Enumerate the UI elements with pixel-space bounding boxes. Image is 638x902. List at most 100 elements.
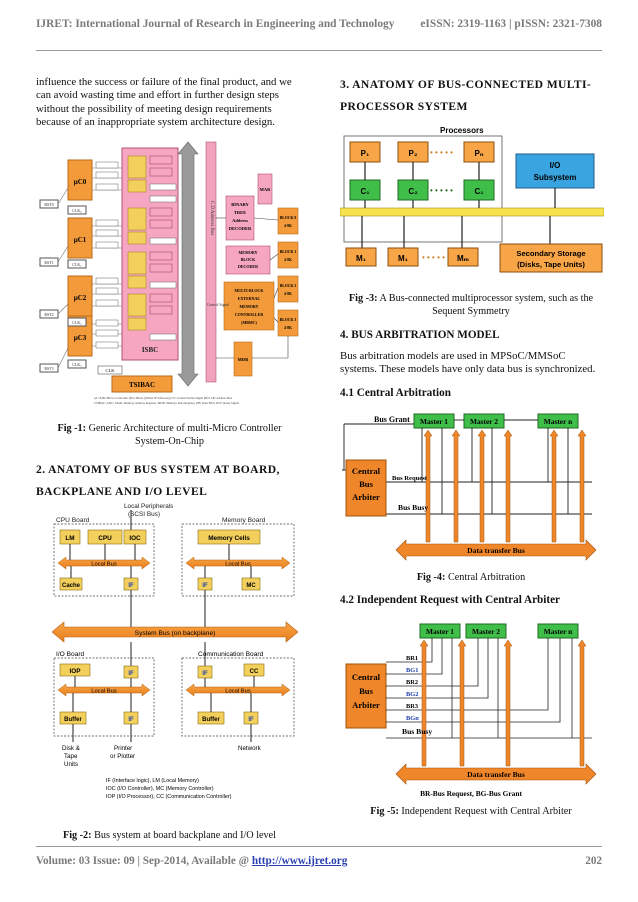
svg-text:4-8K: 4-8K [284, 292, 292, 296]
svg-text:Bus Request: Bus Request [392, 475, 428, 482]
svg-text:Memory Cells: Memory Cells [208, 535, 250, 542]
figure-3-multiprocessor: Processors P₁ P₂ Pₙ • • • • • C₁ C₂ C₁ •… [340, 126, 604, 273]
svg-text:Local Bus: Local Bus [225, 562, 251, 568]
svg-text:Local Bus: Local Bus [91, 562, 117, 568]
svg-text:TREE: TREE [234, 210, 246, 215]
svg-text:Cache: Cache [62, 583, 81, 589]
svg-text:CONTROLLER: CONTROLLER [235, 312, 264, 317]
footer-volume: Volume: 03 Issue: 09 | Sep-2014, Availab… [36, 855, 252, 867]
svg-text:P₁: P₁ [361, 149, 370, 158]
svg-text:BG2: BG2 [406, 691, 418, 698]
svg-text:M₁: M₁ [356, 254, 367, 263]
svg-text:(Disks, Tape Units): (Disks, Tape Units) [517, 260, 585, 269]
svg-text:MEMORY: MEMORY [240, 304, 259, 309]
fig1-uc1: µC1 [74, 236, 87, 244]
svg-text:4-8K: 4-8K [284, 326, 292, 330]
svg-text:BR-Bus Request, BG-Bus Grant: BR-Bus Request, BG-Bus Grant [420, 789, 522, 798]
svg-text:Tape: Tape [64, 753, 78, 760]
svg-text:MC: MC [246, 583, 256, 589]
svg-text:I/O: I/O [550, 161, 561, 170]
svg-text:Control Signal: Control Signal [207, 303, 229, 307]
fig1-footnote-2: TSIBAC: ASIC, MAR: Memory Address Regist… [94, 401, 239, 406]
svg-text:MAR: MAR [260, 187, 271, 192]
svg-text:Subsystem: Subsystem [534, 173, 577, 182]
svg-text:CLK₂: CLK₂ [72, 320, 82, 325]
svg-text:Central: Central [352, 466, 381, 476]
section-4-title: 4. BUS ARBITRATION MODEL [340, 329, 500, 341]
svg-text:BLOCK 2: BLOCK 2 [280, 284, 297, 288]
svg-text:IF: IF [202, 671, 208, 677]
svg-text:Data transfer Bus: Data transfer Bus [467, 770, 525, 779]
fig5-caption: Fig -5: Independent Request with Central… [370, 806, 572, 817]
svg-text:C₂: C₂ [408, 187, 418, 196]
svg-text:DECODER: DECODER [238, 264, 258, 269]
svg-text:(SCSI Bus): (SCSI Bus) [128, 511, 160, 518]
svg-text:LM: LM [65, 535, 74, 542]
svg-text:4-8K: 4-8K [284, 258, 292, 262]
svg-text:Bus Busy: Bus Busy [402, 727, 432, 736]
section-3-title: 3. ANATOMY OF BUS-CONNECTED MULTI- PROCE… [340, 78, 592, 113]
fig1-uc2: µC2 [74, 294, 87, 302]
svg-text:IOC (I/O Controller), MC (Memo: IOC (I/O Controller), MC (Memory Control… [106, 786, 214, 792]
svg-text:BR2: BR2 [406, 679, 418, 686]
svg-text:• • • • •: • • • • • [422, 253, 445, 262]
svg-text:MEMORY: MEMORY [239, 250, 258, 255]
section-4-2-title: 4.2 Independent Request with Central Arb… [340, 594, 561, 606]
svg-text:Master 1: Master 1 [426, 627, 454, 636]
svg-text:BR1: BR1 [406, 655, 418, 662]
footer-rule [36, 846, 602, 847]
svg-text:IF: IF [128, 583, 134, 589]
svg-text:IOC: IOC [129, 535, 141, 542]
svg-text:BGn: BGn [406, 715, 419, 722]
fig1-footnote-1: µC: 8-Bit Micro-Controller (Pico-Blaze (… [94, 396, 233, 400]
fig2-caption: Fig -2: Bus system at board backplane an… [62, 830, 277, 841]
section-4-paragraph: Bus arbitration models are used in MPSoC… [340, 350, 596, 376]
header-rule [36, 50, 602, 51]
svg-text:BLOCK 1: BLOCK 1 [280, 250, 297, 254]
fig1-caption: Fig -1: Generic Architecture of multi-Mi… [57, 423, 282, 447]
svg-text:Disk &: Disk & [62, 745, 81, 752]
svg-text:(MBMC): (MBMC) [241, 320, 257, 325]
svg-text:Units: Units [64, 761, 78, 768]
svg-text:IF: IF [128, 717, 134, 723]
svg-text:BLOCK: BLOCK [241, 257, 256, 262]
fig4-caption: Fig -4: Central Arbitration [416, 572, 526, 583]
svg-text:Local Bus: Local Bus [225, 689, 251, 695]
svg-text:Arbiter: Arbiter [352, 492, 380, 502]
svg-text:CC: CC [250, 669, 259, 675]
svg-text:C₁: C₁ [360, 187, 370, 196]
fig1-bus-arrow [177, 141, 199, 387]
fig1-bus-label: C D Address Bus [209, 201, 214, 236]
fig1-controllers: µC0 µC1 µC2 µC3 [67, 159, 93, 357]
svg-text:IF: IF [202, 583, 208, 589]
svg-text:• • • • •: • • • • • [430, 148, 453, 157]
svg-text:MDR: MDR [238, 357, 249, 362]
page-header: IJRET: International Journal of Research… [36, 14, 602, 36]
svg-text:MULTI-BLOCK: MULTI-BLOCK [235, 288, 265, 293]
svg-text:Secondary Storage: Secondary Storage [516, 249, 585, 258]
svg-text:Communication Board: Communication Board [198, 651, 264, 658]
footer-url-link[interactable]: http://www.ijret.org [251, 855, 348, 867]
fig1-uc0: µC0 [74, 178, 87, 186]
svg-text:Processors: Processors [440, 126, 484, 135]
svg-text:BLOCK 3: BLOCK 3 [280, 318, 297, 322]
svg-text:C₁: C₁ [474, 187, 484, 196]
fig1-isbc-label: ISBC [142, 346, 158, 354]
svg-text:M₁: M₁ [398, 254, 409, 263]
svg-text:Master 1: Master 1 [420, 417, 448, 426]
journal-name: IJRET: International Journal of Research… [36, 18, 395, 30]
section-2-title: 2. ANATOMY OF BUS SYSTEM AT BOARD, BACKP… [36, 463, 280, 498]
svg-text:RST3: RST3 [44, 366, 53, 371]
fig2-system-bus: System Bus (on backplane) [135, 630, 216, 637]
svg-text:IOP (I/O Processor), CC (Commu: IOP (I/O Processor), CC (Communication C… [106, 794, 232, 800]
svg-text:CLK₀: CLK₀ [72, 208, 82, 213]
svg-text:DECODER: DECODER [229, 226, 252, 231]
svg-text:CPU: CPU [98, 535, 112, 542]
svg-text:Printer: Printer [114, 745, 132, 752]
intro-paragraph: influence the success or failure of the … [36, 76, 292, 129]
svg-text:IF: IF [128, 671, 134, 677]
svg-text:Buffer: Buffer [64, 717, 82, 723]
svg-text:CLK: CLK [106, 368, 116, 373]
svg-text:Local Bus: Local Bus [91, 689, 117, 695]
svg-text:CLK₃: CLK₃ [72, 362, 82, 367]
